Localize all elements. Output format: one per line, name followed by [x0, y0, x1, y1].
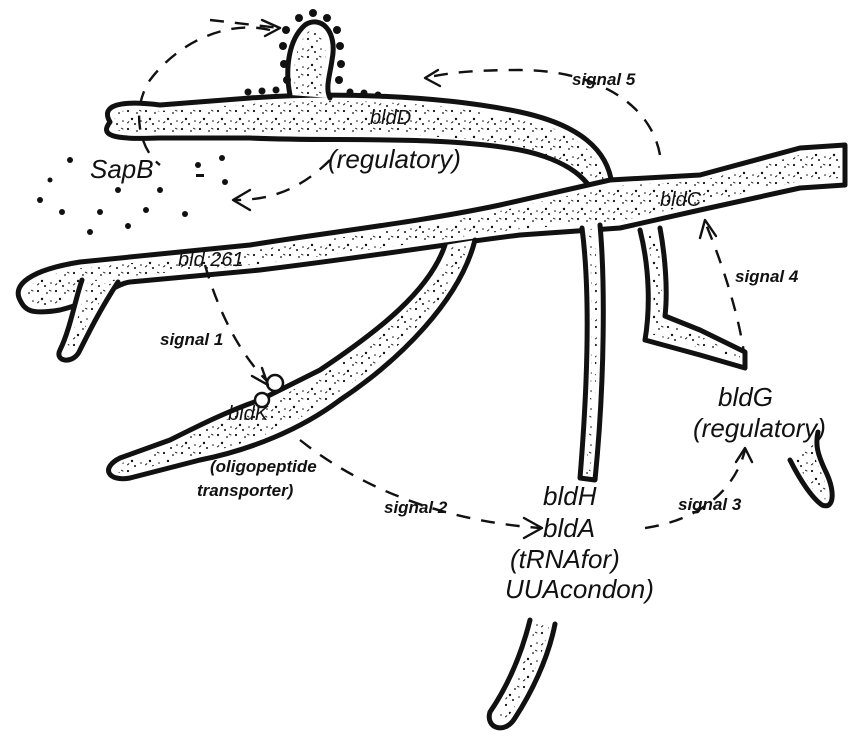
label-signal-2: signal 2: [384, 498, 448, 517]
label-blda: bldA: [543, 513, 595, 543]
label-bldd-role: (regulatory): [328, 144, 461, 174]
label-bldh: bldH: [543, 481, 597, 511]
signal-3-arrow: [645, 450, 745, 528]
label-signal-5: signal 5: [572, 70, 636, 89]
label-bldg-role: (regulatory): [693, 413, 826, 443]
bldg-branch: [640, 228, 745, 368]
label-bld261: bld 261: [178, 249, 244, 271]
label-bldk: bldK: [228, 403, 270, 425]
label-bldd: bldD: [370, 107, 411, 129]
aerial-tip: [288, 22, 333, 98]
label-signal-4: signal 4: [735, 267, 799, 286]
vertical-trunk: [580, 225, 603, 480]
label-signal-3: signal 3: [678, 495, 742, 514]
loop-arrow-return: [235, 160, 330, 200]
label-bldg: bldG: [718, 382, 773, 412]
label-blda-role-1: (tRNAfor): [510, 544, 620, 574]
label-signal-1: signal 1: [160, 330, 223, 349]
label-bldk-role-2: transporter): [197, 481, 294, 500]
right-stub: [790, 432, 832, 506]
lower-stub: [489, 620, 555, 728]
label-bldk-role-1: (oligopeptide: [210, 457, 317, 476]
label-blda-role-2: UUAcondon): [505, 574, 654, 604]
label-bldc: bldC: [660, 189, 702, 211]
signal-1-arrow: [205, 265, 268, 382]
label-sapb: SapB: [90, 154, 154, 184]
